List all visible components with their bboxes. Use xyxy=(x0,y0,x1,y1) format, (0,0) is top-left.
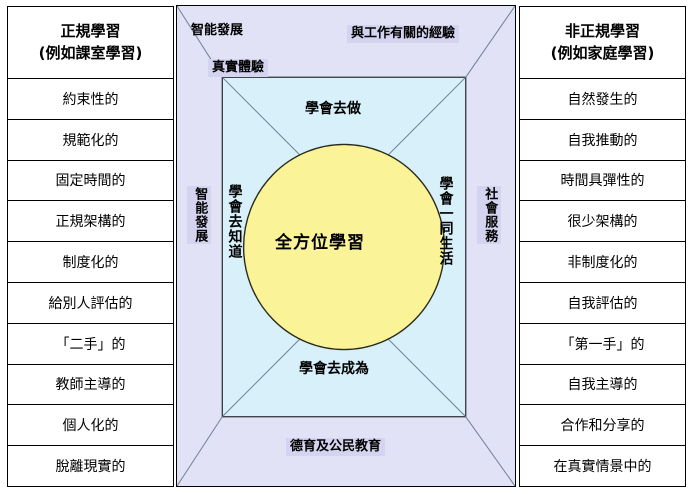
core-circle xyxy=(242,143,446,351)
label-life-wide-learning: 全方位學習 xyxy=(275,233,365,253)
table-row: 給別人評估的 xyxy=(8,283,173,324)
table-row: 自我評估的 xyxy=(520,283,685,324)
table-row: 「第一手」的 xyxy=(520,324,685,365)
formal-learning-table: 正規學習 (例如課室學習) 約束性的 規範化的 固定時間的 正規架構的 制度化的… xyxy=(7,6,174,487)
table-row: 在真實情景中的 xyxy=(553,459,652,476)
right-table-header-line2: (例如家庭學習) xyxy=(550,43,655,62)
label-community-service: 社會服務 xyxy=(477,186,502,244)
table-row: 個人化的 xyxy=(8,405,173,447)
center-diagram-panel: 智能發展 真實體驗 與工作有關的經驗 智能發展 社會服務 德育及公民教育 學會去… xyxy=(176,5,516,487)
table-row: 約束性的 xyxy=(8,79,173,120)
table-row: 脫離現實的 xyxy=(55,459,126,476)
label-intellectual-development-side: 智能發展 xyxy=(187,186,212,244)
label-learning-to-do: 學會去做 xyxy=(305,101,361,117)
table-row: 正規架構的 xyxy=(8,201,173,243)
left-table-header-line2: (例如課室學習) xyxy=(38,43,143,62)
table-row: 教師主導的 xyxy=(8,365,173,406)
table-row: 自然發生的 xyxy=(520,79,685,120)
center-diagram-graphics xyxy=(177,6,515,486)
table-row: 「二手」的 xyxy=(8,324,173,365)
table-row: 自我推動的 xyxy=(520,120,685,161)
label-intellectual-development-top: 智能發展 xyxy=(191,23,244,38)
right-table-header-line1: 非正規學習 xyxy=(564,21,640,40)
inner-diagonals xyxy=(221,76,467,418)
table-row: 自我主導的 xyxy=(520,365,685,406)
label-learning-to-live-together: 學會一同生活 xyxy=(437,176,454,266)
right-table-header: 非正規學習 (例如家庭學習) xyxy=(520,7,685,79)
table-row: 時間具彈性的 xyxy=(520,161,685,202)
informal-learning-table: 非正規學習 (例如家庭學習) 自然發生的 自我推動的 時間具彈性的 很少架構的 … xyxy=(519,6,686,487)
table-row: 很少架構的 xyxy=(520,201,685,243)
label-moral-civic-education: 德育及公民教育 xyxy=(286,438,386,457)
label-authentic-experience: 真實體驗 xyxy=(208,59,269,78)
table-row: 制度化的 xyxy=(8,242,173,283)
left-table-header: 正規學習 (例如課室學習) xyxy=(8,7,173,79)
table-row: 規範化的 xyxy=(8,120,173,161)
label-work-related-experience: 與工作有關的經驗 xyxy=(347,25,460,44)
left-table-header-line1: 正規學習 xyxy=(60,21,121,40)
table-row: 合作和分享的 xyxy=(520,405,685,447)
table-row: 固定時間的 xyxy=(8,161,173,202)
table-row: 非制度化的 xyxy=(520,242,685,283)
label-learning-to-know: 學會去知道 xyxy=(226,184,243,259)
label-learning-to-be: 學會去成為 xyxy=(299,361,369,377)
